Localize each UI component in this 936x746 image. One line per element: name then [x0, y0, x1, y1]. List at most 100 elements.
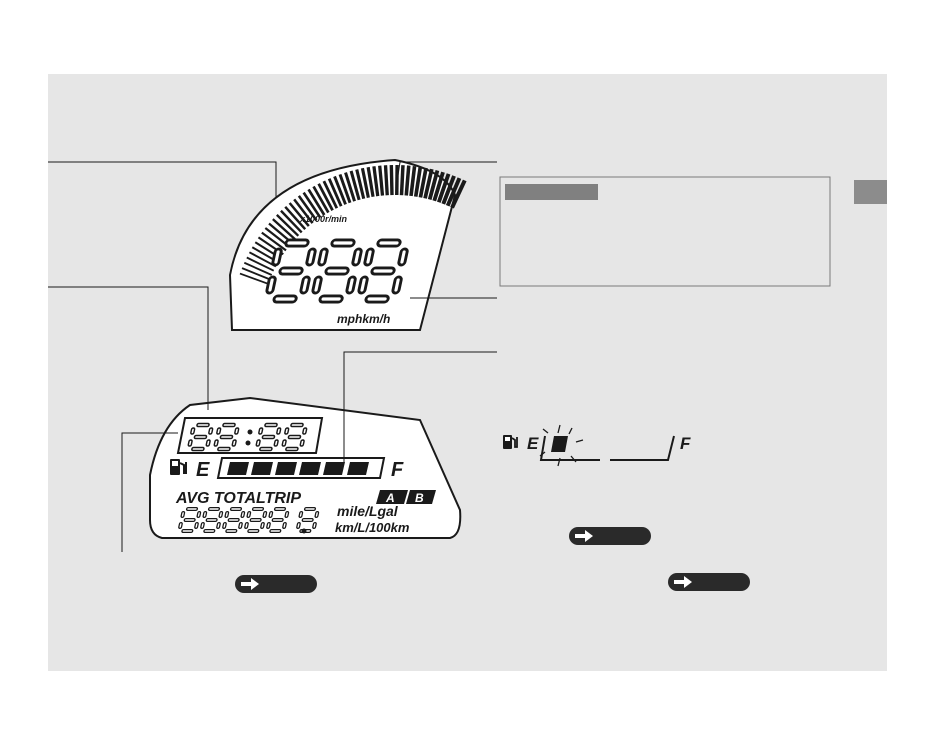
- fuel-segment: [227, 462, 249, 475]
- clock-digit: [281, 422, 308, 452]
- info-box-header-bar: [505, 184, 598, 200]
- tach-segment: [399, 165, 405, 196]
- tach-segment: [327, 178, 343, 207]
- page-link-button-2[interactable]: [569, 527, 651, 545]
- tach-segment: [239, 272, 269, 285]
- speed-digit: [265, 238, 317, 304]
- modes-label: AVG TOTALTRIP: [175, 490, 301, 507]
- tach-segment: [312, 185, 330, 214]
- info-box: [499, 176, 831, 287]
- tach-segment: [317, 183, 334, 211]
- tach-segment: [418, 167, 428, 198]
- fuel-warning-empty-label: E: [527, 434, 539, 453]
- speed-digit: [311, 238, 363, 304]
- odometer-digit: [244, 507, 268, 533]
- fuel-full-label: F: [391, 459, 404, 481]
- tach-segment: [360, 167, 370, 198]
- tach-segment: [280, 209, 303, 234]
- fuel-gauge-frame: [216, 457, 386, 479]
- multi-function-display: E F AVG TOTALTRIP A B mile/Lgal km/L/100…: [149, 396, 462, 539]
- callout-clock: [121, 432, 178, 552]
- tach-segment: [349, 170, 361, 201]
- clock-digits: [187, 422, 308, 452]
- tach-segment: [322, 180, 339, 209]
- fuel-segment: [299, 462, 321, 475]
- blink-rays: [539, 424, 584, 467]
- odometer-digit: [266, 507, 290, 533]
- odometer-decimal-point: [301, 528, 307, 534]
- svg-text:A: A: [385, 491, 395, 505]
- speed-digit: [357, 238, 409, 304]
- callout-shift-indicator: [396, 161, 497, 183]
- odometer-digit: [200, 507, 224, 533]
- tach-segment: [241, 267, 271, 281]
- speedometer-display: x1000r/min mphkm/h: [228, 158, 467, 331]
- fuel-warning-gauge-frame: [539, 435, 675, 461]
- fuel-segment: [275, 462, 297, 475]
- trip-a-badge: A: [376, 490, 408, 505]
- fuel-warning-blinking-segment: [551, 436, 568, 452]
- tach-segment: [366, 166, 375, 198]
- fuel-segment: [347, 462, 369, 475]
- tach-segment: [338, 173, 352, 204]
- callout-fuel-gauge: [343, 351, 497, 462]
- tach-segment: [383, 165, 389, 196]
- odometer-digit: [178, 507, 202, 533]
- tach-segment: [432, 171, 445, 202]
- tach-segment: [436, 173, 451, 203]
- speed-digits: [265, 238, 409, 304]
- tach-segment: [284, 205, 307, 231]
- section-tab-marker: [854, 180, 887, 204]
- tach-segment: [423, 168, 434, 199]
- clock-frame: [176, 417, 324, 454]
- fuel-warning-full-label: F: [680, 434, 691, 453]
- unit-line-1: mile/Lgal: [337, 503, 399, 519]
- trip-b-badge: B: [406, 490, 436, 505]
- tach-segment: [297, 195, 318, 222]
- tach-segment: [404, 165, 411, 196]
- tach-segment: [261, 231, 287, 252]
- right-arrow-icon: [241, 578, 259, 590]
- clock-digit: [255, 422, 282, 452]
- tach-segment: [450, 179, 467, 209]
- odometer-digits: [178, 507, 320, 534]
- tach-segment: [355, 169, 366, 200]
- tach-segment: [333, 175, 347, 205]
- rpm-unit-label: x1000r/min: [299, 214, 348, 224]
- tach-segment: [427, 170, 440, 201]
- tach-segment: [378, 165, 385, 196]
- right-arrow-icon: [674, 576, 692, 588]
- tach-segment: [441, 175, 456, 205]
- unit-line-2: km/L/100km: [335, 520, 410, 535]
- page-link-button-3[interactable]: [668, 573, 750, 591]
- tach-segment: [372, 166, 380, 197]
- tach-segment: [293, 198, 314, 224]
- fuel-segment: [323, 462, 345, 475]
- fuel-gauge-segments: [227, 462, 369, 475]
- tach-segment: [248, 251, 277, 268]
- tach-segment: [413, 166, 423, 197]
- fuel-pump-icon-small: [503, 435, 518, 449]
- tach-segment: [389, 165, 394, 196]
- callout-tachometer: [48, 161, 277, 198]
- callout-display: [48, 286, 209, 410]
- tach-segment: [272, 218, 296, 241]
- tach-segment: [276, 214, 300, 237]
- tach-segment: [243, 261, 273, 276]
- clock-colon-dot: [247, 429, 253, 435]
- fuel-segment: [251, 462, 273, 475]
- tach-segment: [307, 188, 326, 216]
- clock-digit: [187, 422, 214, 452]
- clock-colon-dot: [245, 440, 251, 446]
- tach-segment: [288, 202, 310, 227]
- diagram-background: [48, 74, 887, 671]
- fuel-empty-label: E: [196, 459, 210, 481]
- tach-segment: [344, 172, 356, 202]
- callout-lines: [48, 161, 497, 552]
- page-link-button-1[interactable]: [235, 575, 317, 593]
- clock-digit: [213, 422, 240, 452]
- speed-units-label: mphkm/h: [337, 312, 390, 326]
- svg-text:B: B: [415, 491, 424, 505]
- right-arrow-icon: [575, 530, 593, 542]
